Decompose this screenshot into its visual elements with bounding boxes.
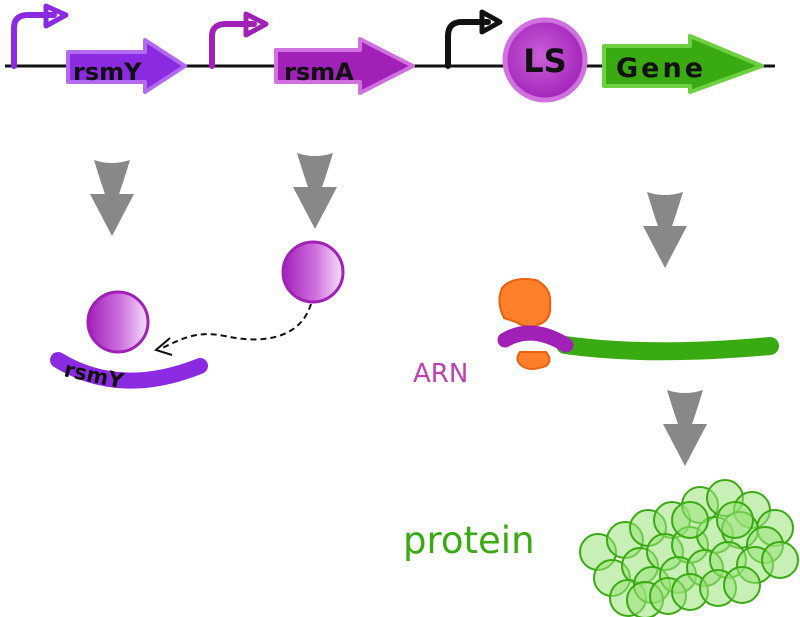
binding-arrowhead <box>153 337 173 356</box>
rsmy-gene-arrow <box>66 38 187 94</box>
gene-arrow <box>602 34 764 94</box>
rsma-protein-ball <box>281 240 345 304</box>
gene-label: Gene <box>616 53 706 84</box>
protein-bubble <box>716 501 754 539</box>
rsma-protein-bound <box>86 290 150 354</box>
arn-label: ARN <box>413 359 468 389</box>
rsmy-rna-strand <box>50 352 208 389</box>
rsma-gene-arrow <box>274 37 415 95</box>
down-arrow-icon <box>663 390 707 466</box>
rna-5prime-segment <box>497 325 574 353</box>
mrna-strand <box>556 336 779 361</box>
ls-label: LS <box>523 42 566 80</box>
down-arrow-icon <box>643 192 687 268</box>
protein-bubble <box>761 541 799 579</box>
rsmy-rna-label: rsmY <box>62 357 126 393</box>
promoter-arrow-icon <box>479 9 503 35</box>
ribosome-icon <box>516 351 551 370</box>
protein-bubble <box>671 501 709 539</box>
ribosome-icon <box>498 278 552 328</box>
promoter-arrow-icon <box>43 3 69 29</box>
protein-label: protein <box>403 519 535 562</box>
rsmy-gene-label: rsmY <box>73 58 142 86</box>
down-arrow-icon <box>90 160 134 236</box>
promoter-arrow-icon <box>209 21 257 69</box>
binding-dashed-path <box>161 303 312 349</box>
promoter-arrow-icon <box>445 19 491 69</box>
protein-cluster-icon <box>579 479 799 617</box>
down-arrow-icon <box>293 153 337 229</box>
protein-bubble <box>723 566 761 604</box>
rsma-gene-label: rsmA <box>284 58 354 86</box>
promoter-arrow-icon <box>243 11 269 38</box>
ls-element <box>502 17 588 103</box>
promoter-arrow-icon <box>11 12 57 69</box>
